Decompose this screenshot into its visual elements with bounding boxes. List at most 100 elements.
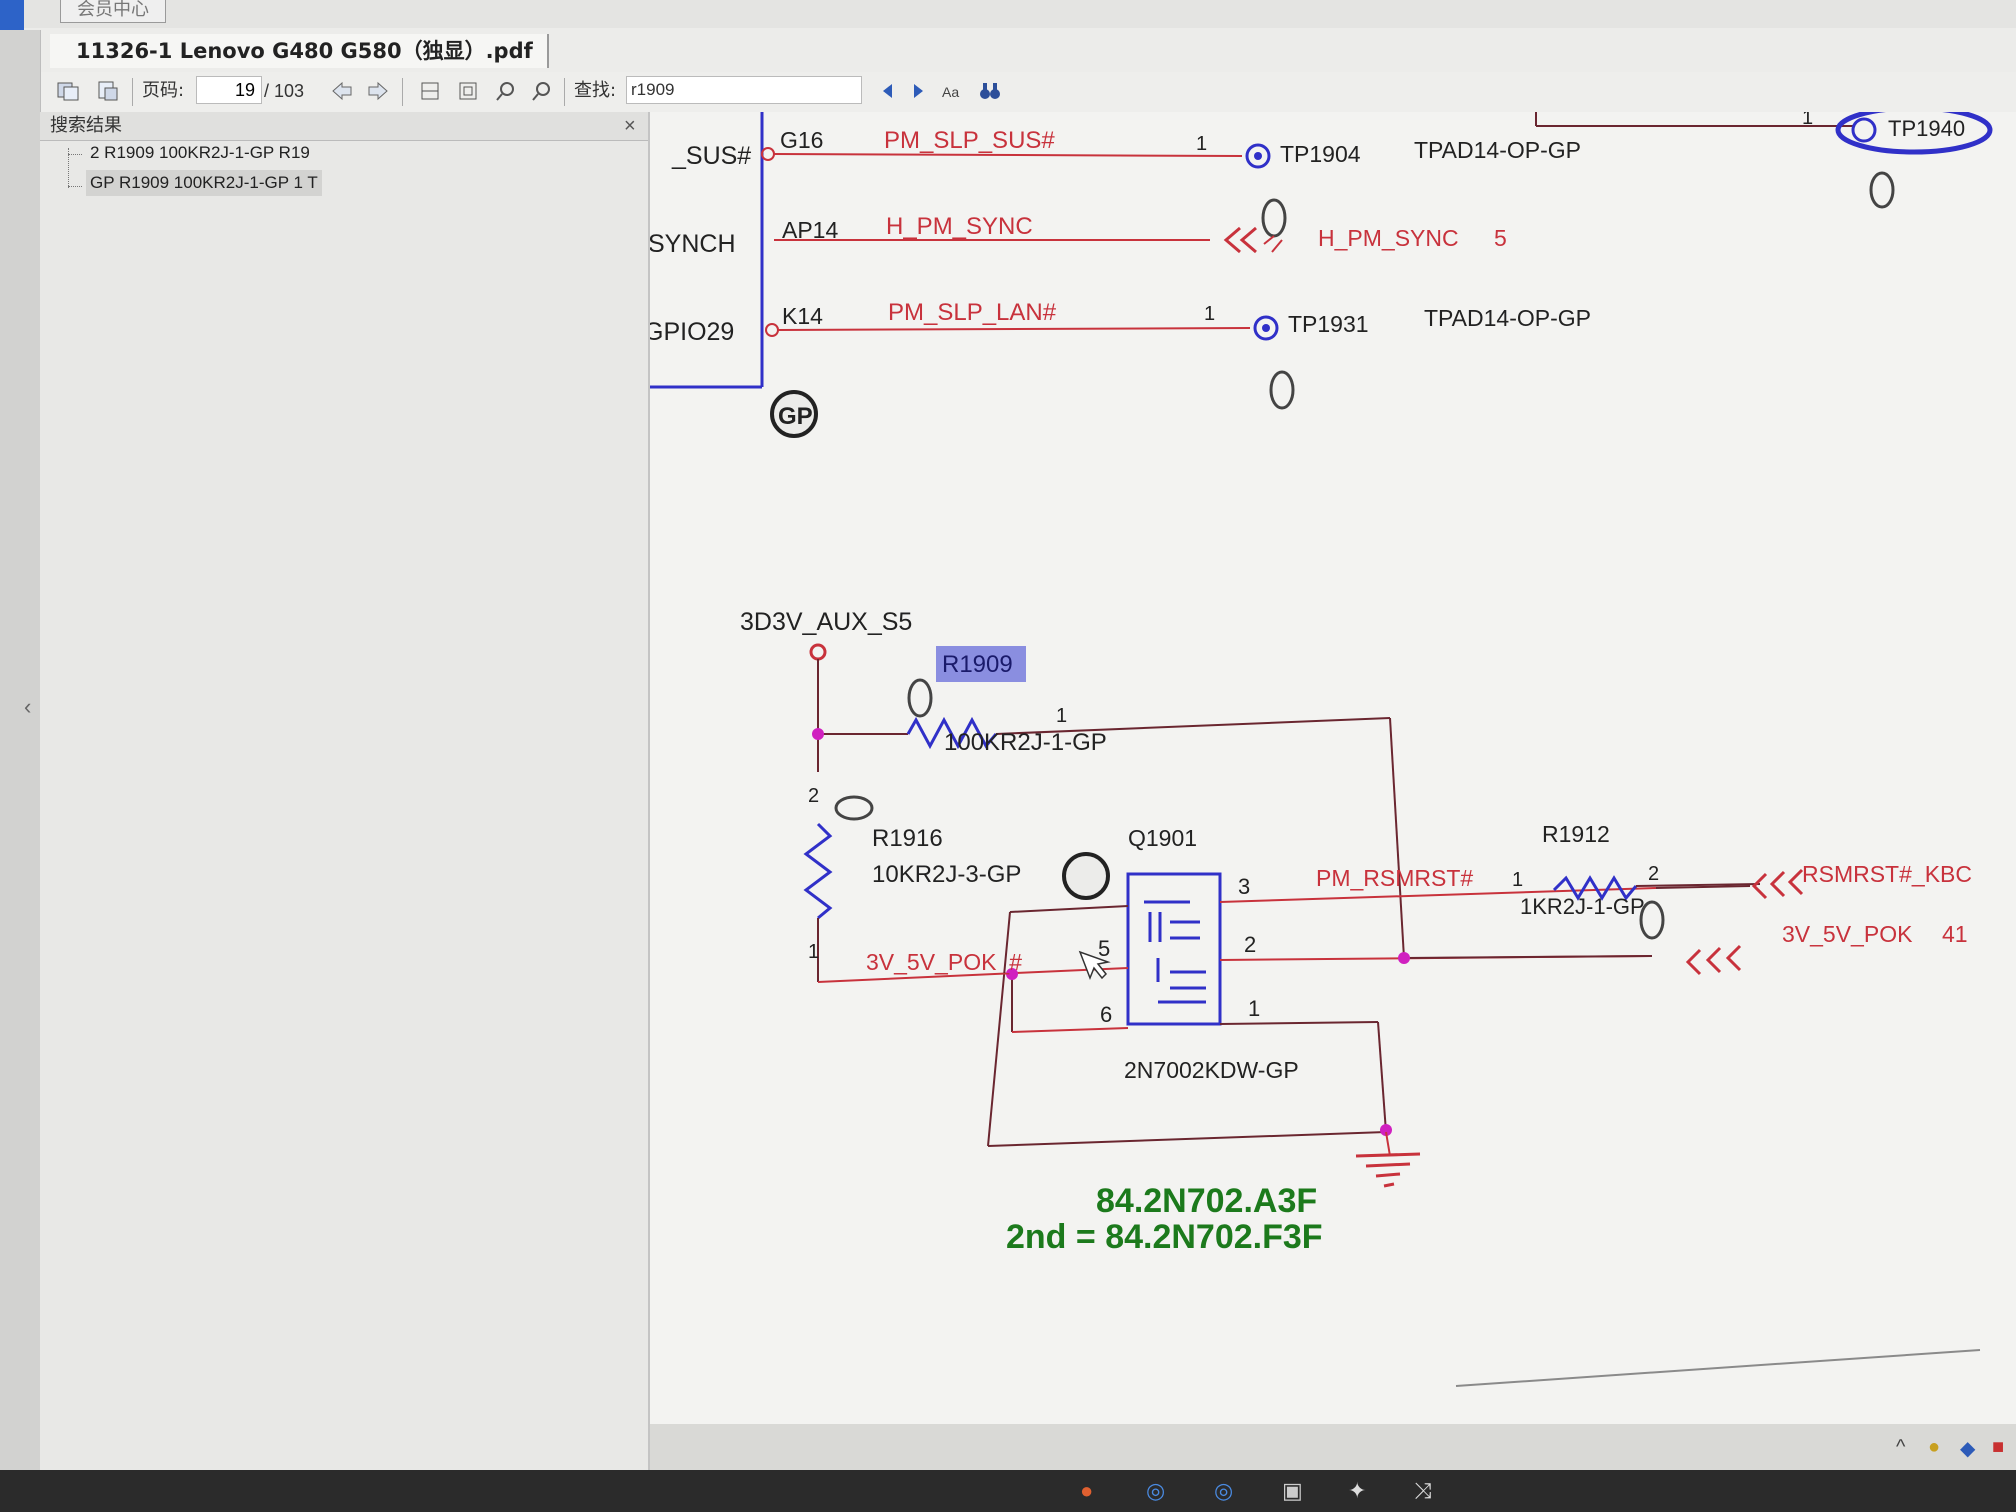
pin-number: G16 xyxy=(780,127,823,153)
junction-dot xyxy=(1006,968,1018,980)
copy-page-icon[interactable] xyxy=(56,80,80,102)
resistor-r1916[interactable] xyxy=(803,822,833,920)
find-input[interactable]: r1909 xyxy=(626,76,862,104)
close-icon[interactable]: × xyxy=(624,115,636,137)
net-wire xyxy=(773,153,1243,157)
test-point-ref: TP1940 xyxy=(1888,116,1965,141)
gp-marker-icon xyxy=(834,795,874,821)
pin-number: 2 xyxy=(1648,863,1659,885)
taskbar-app-icon[interactable]: ● xyxy=(1080,1478,1094,1503)
taskbar-app-icon[interactable]: ▣ xyxy=(1282,1478,1303,1503)
page-label: 页码: xyxy=(142,80,185,101)
wire xyxy=(1389,717,1405,959)
tray-app-icon[interactable]: ● xyxy=(1928,1436,1941,1458)
find-prev-icon[interactable] xyxy=(876,80,900,102)
shield-icon[interactable]: ◆ xyxy=(1960,1438,1976,1460)
pin-circle xyxy=(761,147,775,161)
offpage-net-label: 3V_5V_POK xyxy=(1782,921,1913,947)
tree-connector xyxy=(68,186,82,187)
toolbar-separator xyxy=(132,78,133,106)
zoom-out-icon[interactable] xyxy=(530,80,554,102)
net-wire xyxy=(817,967,1129,983)
offpage-net-label: H_PM_SYNC xyxy=(1318,225,1459,251)
offpage-page-ref: 41 xyxy=(1942,921,1968,947)
pin-number: 1 xyxy=(1248,996,1260,1021)
part-number: 84.2N702.A3F xyxy=(1096,1182,1317,1220)
transistor-internals xyxy=(1144,900,1206,1004)
net-label: PM_SLP_SUS# xyxy=(884,127,1055,154)
pin-number: 2 xyxy=(1244,932,1256,957)
pin-number: 1 xyxy=(1802,112,1813,129)
offpage-page-ref: 5 xyxy=(1494,225,1507,251)
shuffle-icon[interactable]: ⤨ xyxy=(1414,1478,1432,1503)
transistor-ref: Q1901 xyxy=(1128,825,1197,851)
highlight-ellipse xyxy=(1835,112,1993,155)
next-page-icon[interactable] xyxy=(366,80,390,102)
pin-number: 2 xyxy=(808,785,819,807)
document-canvas xyxy=(650,112,2016,1424)
offpage-connector-icon xyxy=(1223,226,1257,254)
search-results-panel xyxy=(40,112,650,1472)
paste-page-icon[interactable] xyxy=(96,80,120,102)
taskbar-app-icon[interactable]: ◎ xyxy=(1146,1478,1166,1503)
junction-dot xyxy=(1398,952,1410,964)
page-edge xyxy=(1455,1349,1981,1387)
tray-app-icon[interactable]: ■ xyxy=(1992,1436,2005,1458)
svg-text:Aa: Aa xyxy=(942,84,959,100)
taskbar-app-icon[interactable]: ◎ xyxy=(1214,1478,1234,1503)
ic-pin-name: GPIO29 xyxy=(650,318,734,346)
search-result-item[interactable]: GP R1909 100KR2J-1-GP 1 T xyxy=(86,170,322,196)
resistor-value: 10KR2J-3-GP xyxy=(872,861,1021,888)
search-result-item[interactable]: 2 R1909 100KR2J-1-GP R19 xyxy=(90,143,310,162)
pin-number: AP14 xyxy=(782,217,838,243)
collapse-arrow-icon[interactable]: ‹ xyxy=(24,694,32,719)
fit-page-icon[interactable] xyxy=(456,80,480,102)
offpage-connector-icon xyxy=(1685,944,1742,976)
document-tab[interactable]: 11326-1 Lenovo G480 G580（独显）.pdf xyxy=(50,34,549,68)
binoculars-icon[interactable] xyxy=(978,80,1002,102)
pin-number: 5 xyxy=(1098,936,1110,961)
find-label: 查找: xyxy=(574,80,617,101)
taskbar-app-icon[interactable]: ✦ xyxy=(1348,1478,1367,1503)
search-highlight xyxy=(936,646,1026,682)
find-option-icon[interactable]: Aa xyxy=(940,80,964,102)
fit-width-icon[interactable] xyxy=(418,80,442,102)
pin-number: 1 xyxy=(1512,869,1523,891)
search-results-title: 搜索结果 xyxy=(50,115,122,136)
schematic-diagram[interactable]: _SUS# SYNCH GPIO29 G16 AP14 K14 PM_SLP_S… xyxy=(650,112,2016,1424)
gp-marker-icon xyxy=(1869,171,1895,209)
wire xyxy=(1635,883,1761,887)
gp-badge-text: GP xyxy=(778,403,813,430)
resistor-value: 100KR2J-1-GP xyxy=(944,729,1107,756)
test-point-part: TPAD14-OP-GP xyxy=(1414,137,1581,163)
zoom-in-icon[interactable] xyxy=(494,80,518,102)
pin-number: 1 xyxy=(808,941,819,963)
member-center-button[interactable]: 会员中心 xyxy=(60,0,166,23)
resistor-ref: R1912 xyxy=(1542,821,1610,847)
toolbar-separator xyxy=(564,78,565,106)
pin-number: 1 xyxy=(1196,133,1207,155)
pin-number: 1 xyxy=(1056,705,1067,727)
test-point-ref: TP1904 xyxy=(1280,141,1361,167)
resistor-r1912[interactable] xyxy=(1552,875,1638,901)
gp-marker-icon xyxy=(907,678,933,718)
prev-page-icon[interactable] xyxy=(330,80,354,102)
offpage-connector-icon xyxy=(1751,868,1804,900)
wire xyxy=(1385,1131,1391,1157)
junction-dot xyxy=(1380,1124,1392,1136)
find-next-icon[interactable] xyxy=(906,80,930,102)
resistor-value: 1KR2J-1-GP xyxy=(1520,894,1645,919)
test-point-icon xyxy=(1245,143,1271,169)
chevron-up-icon[interactable]: ^ xyxy=(1896,1436,1906,1458)
resistor-ref: R1909 xyxy=(942,651,1013,678)
wire xyxy=(987,911,1011,1147)
page-number-input[interactable]: 19 xyxy=(196,76,262,104)
wire xyxy=(995,717,1391,735)
transistor-q1901[interactable] xyxy=(1126,872,1222,1026)
pin-number: 6 xyxy=(1100,1002,1112,1027)
power-rail-icon xyxy=(809,643,827,661)
resistor-ref: R1916 xyxy=(872,825,943,852)
resistor-r1909[interactable] xyxy=(906,716,998,750)
mouse-cursor-icon xyxy=(1078,950,1111,981)
gp-marker-icon xyxy=(1639,900,1665,940)
